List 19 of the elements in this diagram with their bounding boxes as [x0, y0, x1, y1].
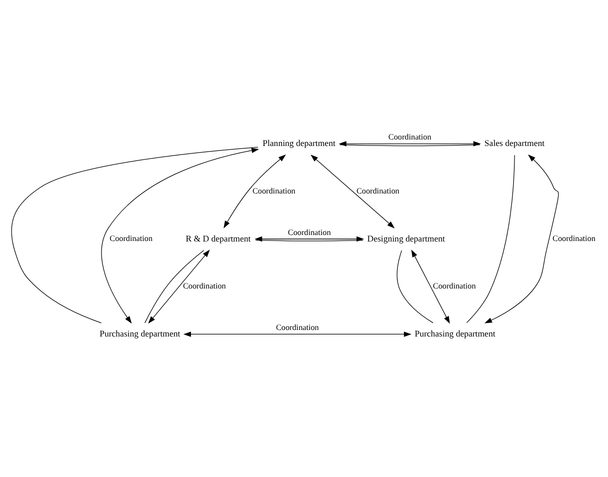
arrow [224, 154, 286, 228]
connector [466, 154, 515, 323]
arrow [254, 236, 364, 242]
arrow [411, 249, 450, 324]
node-text: Purchasing department [100, 328, 180, 338]
node-text: Planning department [262, 138, 336, 148]
node-text: R & D department [186, 232, 251, 243]
connector [396, 250, 434, 323]
node-text: Sales department [484, 138, 545, 148]
connector [11, 146, 258, 323]
connector [339, 144, 480, 146]
node-text: Designing department [367, 232, 445, 243]
arrow [101, 147, 260, 324]
arrow [338, 140, 481, 146]
connector [255, 239, 364, 241]
arrow [484, 154, 559, 323]
arrow [183, 331, 412, 336]
arrow [310, 154, 395, 228]
node-text: Purchasing department [414, 328, 496, 338]
